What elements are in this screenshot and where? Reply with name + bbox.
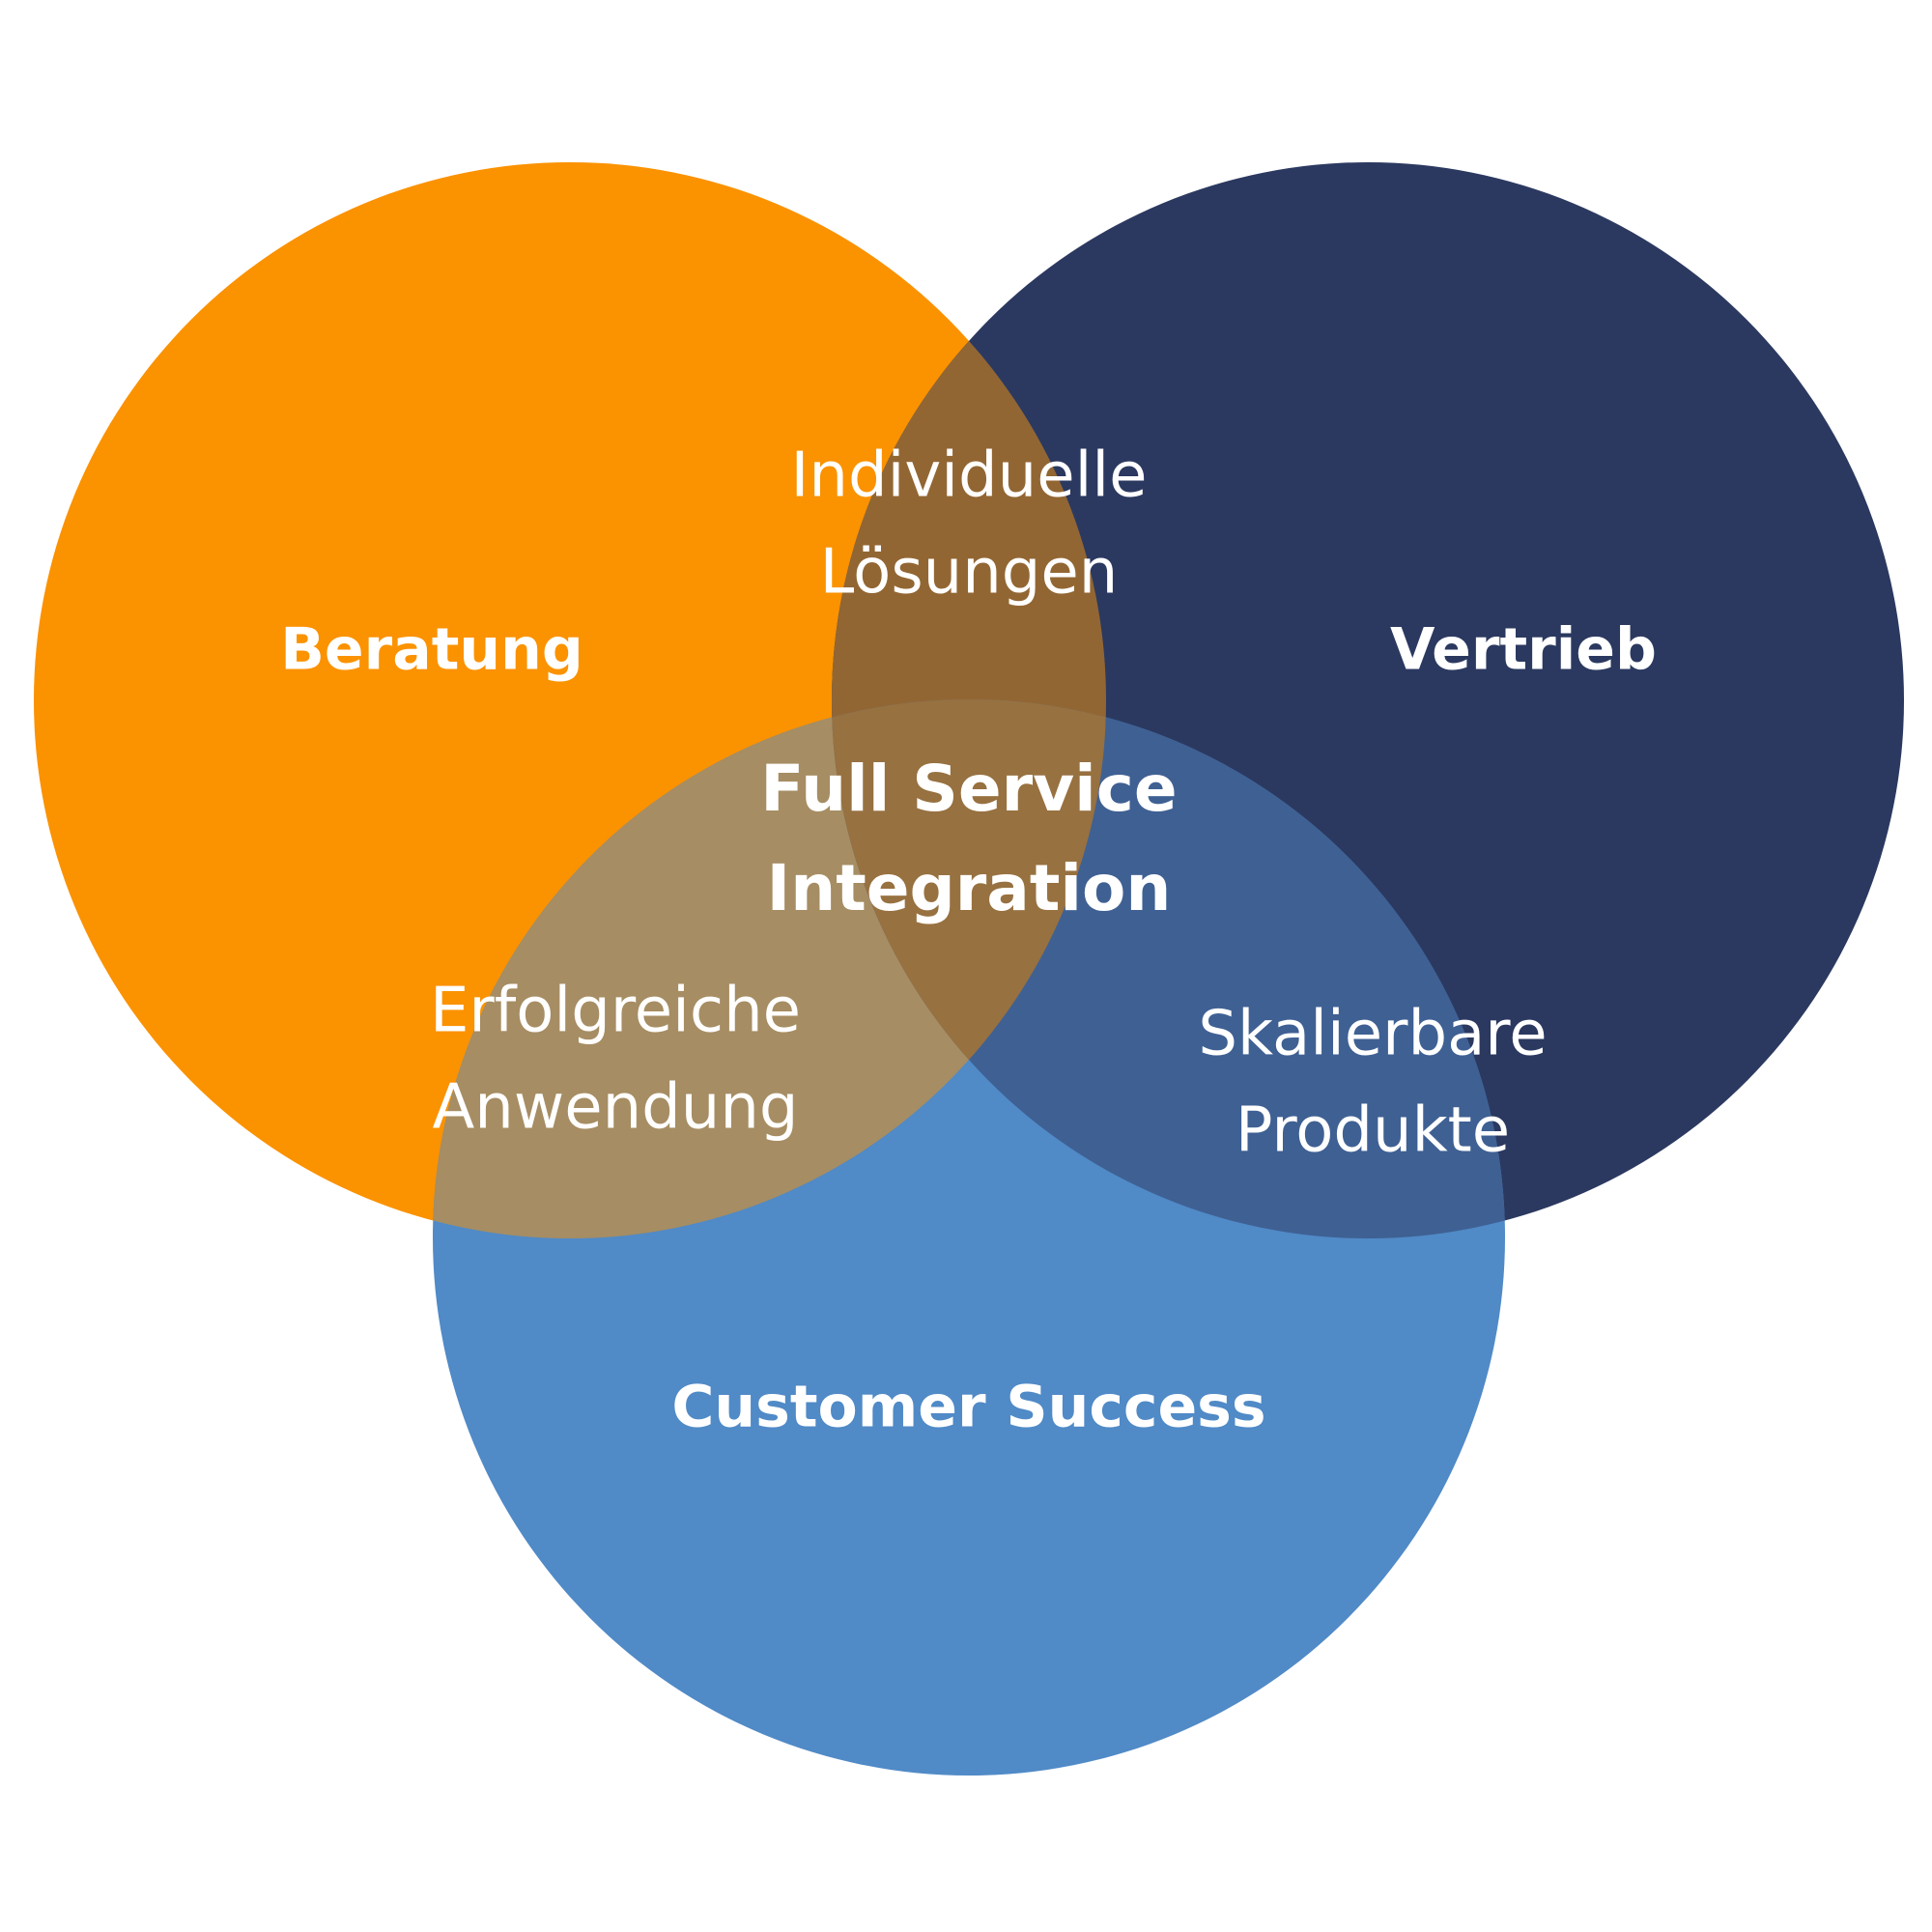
label-beratung: Beratung bbox=[280, 616, 583, 684]
label-left-line1: Erfolgreiche bbox=[430, 976, 801, 1047]
label-right-line1: Skalierbare bbox=[1198, 999, 1547, 1070]
label-left-line2: Anwendung bbox=[433, 1072, 799, 1144]
label-center-line2: Integration bbox=[767, 851, 1172, 925]
label-right-line2: Produkte bbox=[1236, 1095, 1510, 1167]
label-customer-success: Customer Success bbox=[671, 1374, 1265, 1441]
label-vertrieb: Vertrieb bbox=[1390, 616, 1657, 684]
label-top-line1: Individuelle bbox=[791, 440, 1148, 512]
label-top-line2: Lösungen bbox=[820, 537, 1119, 609]
label-center-line1: Full Service bbox=[760, 752, 1177, 826]
